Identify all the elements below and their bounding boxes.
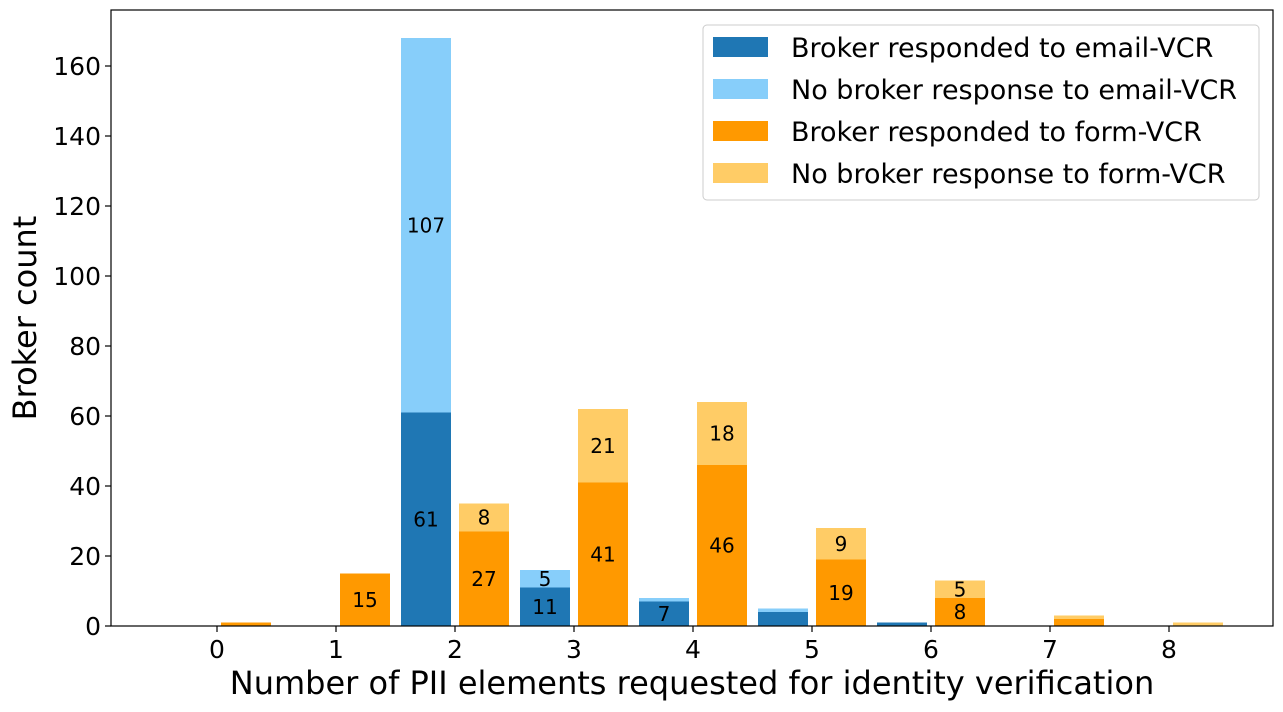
x-tick-label: 2 [447, 635, 463, 664]
bar-email-VCR-0-2 [401, 412, 451, 626]
bar-form-VCR-0-1 [340, 573, 390, 626]
bar-form-VCR-1-2 [459, 503, 509, 532]
bar-email-VCR-0-4 [639, 601, 689, 626]
legend-swatch [713, 163, 768, 183]
y-tick-label: 160 [53, 52, 101, 81]
x-tick-label: 7 [1042, 635, 1058, 664]
bar-value-label: 9 [835, 532, 848, 556]
bar-value-label: 46 [709, 534, 734, 558]
bar-form-VCR-0-3 [578, 482, 628, 626]
bar-value-label: 41 [590, 542, 615, 566]
bar-value-label: 18 [709, 422, 734, 446]
legend-label: Broker responded to form-VCR [791, 117, 1202, 148]
legend-swatch [713, 121, 768, 141]
y-tick-label: 100 [53, 262, 101, 291]
bar-value-label: 8 [954, 600, 967, 624]
bar-email-VCR-1-4 [639, 598, 689, 602]
legend-label: Broker responded to email-VCR [791, 33, 1213, 64]
x-axis: 0 1 2 3 4 5 6 7 8 [209, 626, 1177, 664]
bar-form-VCR-0-2 [459, 531, 509, 626]
y-axis-label: Broker count [6, 216, 44, 421]
bar-value-label: 27 [471, 567, 496, 591]
bar-email-VCR-1-5 [758, 608, 808, 612]
bar-form-VCR-1-4 [697, 402, 747, 465]
bar-value-label: 61 [413, 507, 438, 531]
x-tick-label: 4 [685, 635, 701, 664]
bar-email-VCR-0-3 [520, 587, 570, 626]
x-tick-label: 8 [1161, 635, 1177, 664]
x-tick-label: 0 [209, 635, 225, 664]
bar-value-label: 107 [407, 213, 445, 237]
y-tick-label: 80 [69, 332, 101, 361]
bar-value-label: 5 [539, 567, 552, 591]
bar-value-label: 5 [954, 577, 967, 601]
y-tick-label: 20 [69, 542, 101, 571]
y-tick-label: 120 [53, 192, 101, 221]
y-tick-label: 0 [85, 612, 101, 641]
x-tick-label: 6 [923, 635, 939, 664]
bar-form-VCR-0-0 [221, 622, 271, 626]
bars-layer [221, 38, 1223, 626]
legend-label: No broker response to email-VCR [791, 75, 1237, 106]
y-tick-label: 140 [53, 122, 101, 151]
bar-form-VCR-1-6 [935, 580, 985, 598]
bar-email-VCR-1-3 [520, 570, 570, 588]
bar-form-VCR-1-3 [578, 409, 628, 483]
legend: Broker responded to email-VCR No broker r… [702, 24, 1260, 201]
x-axis-label: Number of PII elements requested for ide… [230, 664, 1154, 702]
bar-value-label: 7 [658, 602, 671, 626]
bar-value-label: 21 [590, 434, 615, 458]
bar-email-VCR-1-2 [401, 38, 451, 413]
x-tick-label: 3 [566, 635, 582, 664]
y-tick-label: 60 [69, 402, 101, 431]
bar-value-label: 11 [532, 595, 557, 619]
bar-email-VCR-0-5 [758, 612, 808, 626]
bar-form-VCR-0-7 [1054, 619, 1104, 626]
legend-label: No broker response to form-VCR [791, 159, 1226, 190]
plot-frame [110, 9, 1274, 627]
legend-box [702, 24, 1260, 201]
bar-form-VCR-1-8 [1173, 622, 1223, 626]
bar-value-label: 8 [478, 506, 491, 530]
bar-value-label: 19 [828, 581, 853, 605]
bar-form-VCR-1-7 [1054, 615, 1104, 619]
x-tick-label: 5 [804, 635, 820, 664]
bar-form-VCR-1-5 [816, 528, 866, 560]
y-axis: 0 20 40 60 80 100 120 140 160 [53, 52, 111, 641]
bar-value-label: 15 [352, 588, 377, 612]
y-tick-label: 40 [69, 472, 101, 501]
bar-form-VCR-0-5 [816, 559, 866, 626]
x-tick-label: 1 [328, 635, 344, 664]
legend-swatch [713, 37, 768, 57]
bar-form-VCR-0-4 [697, 465, 747, 626]
bar-email-VCR-0-6 [877, 622, 927, 626]
legend-swatch [713, 79, 768, 99]
bar-form-VCR-0-6 [935, 598, 985, 626]
